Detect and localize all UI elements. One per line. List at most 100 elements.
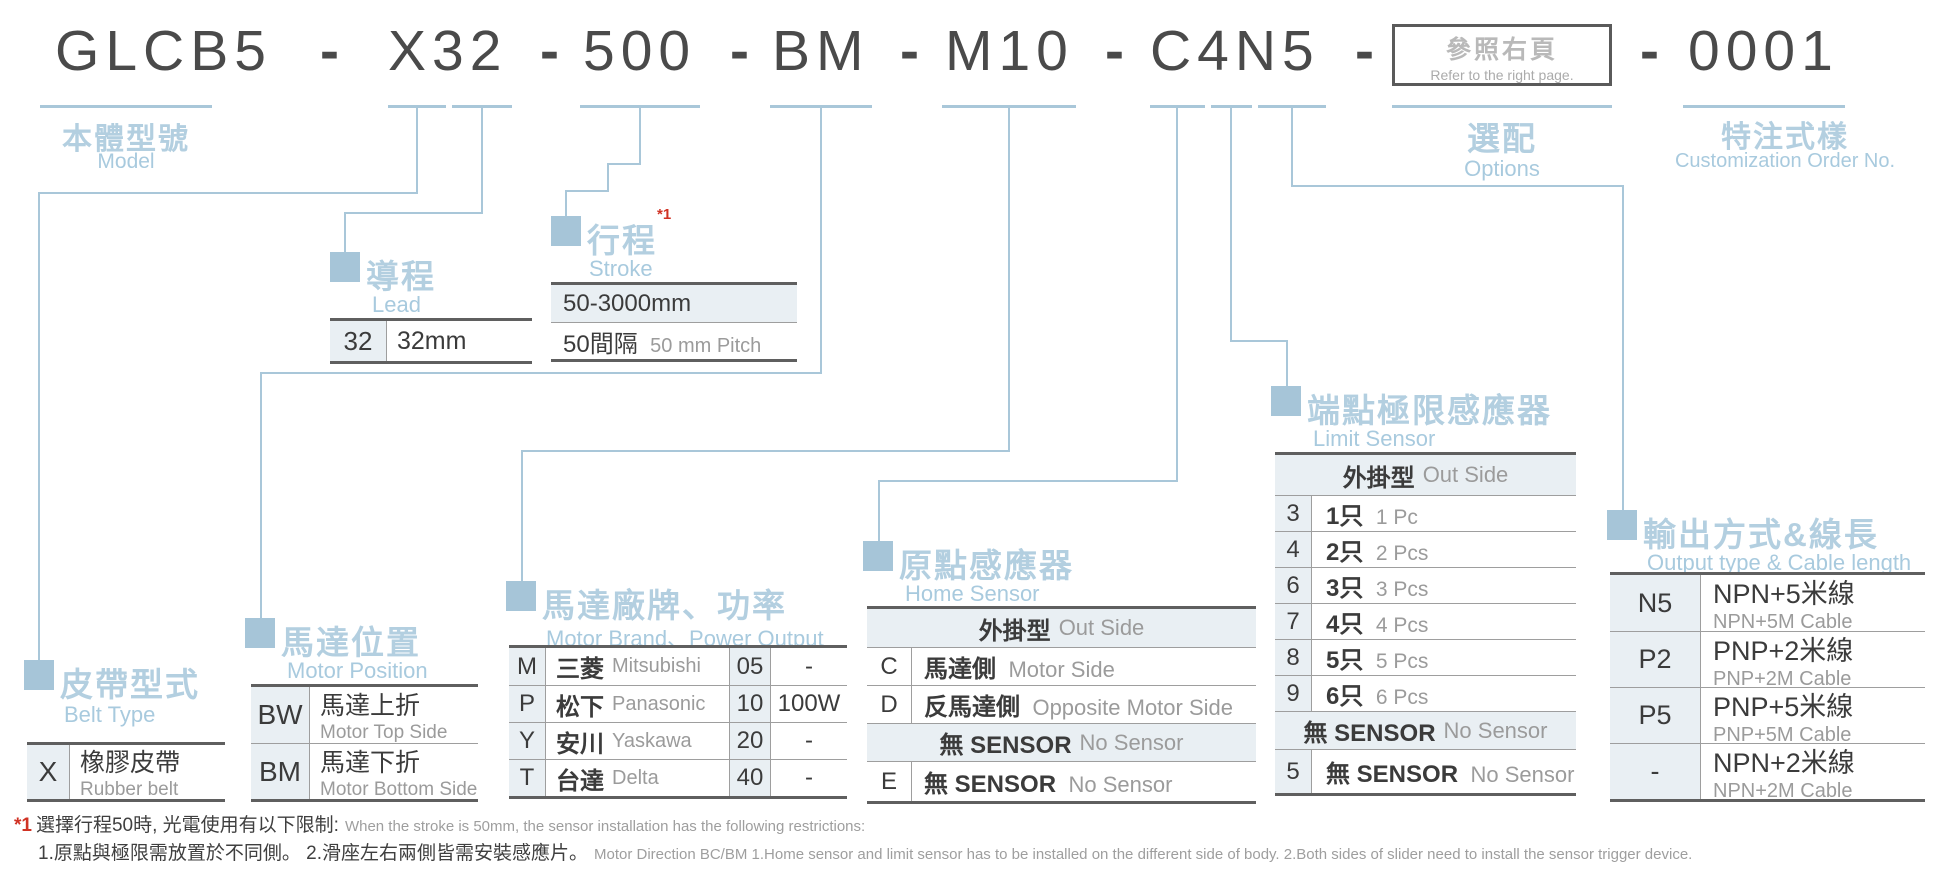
motor-position-code-cell: BM xyxy=(251,744,310,799)
table-row: 4 2只 2 Pcs xyxy=(1275,531,1576,567)
model-segment-sensors: C4N5 xyxy=(1150,19,1320,83)
home-sensor-code-cell: C xyxy=(867,648,912,685)
table-group-header: 無 SENSOR No Sensor xyxy=(867,723,1256,761)
stroke-range-cell: 50-3000mm xyxy=(563,289,692,317)
limit-code-cell: 8 xyxy=(1275,640,1312,675)
brand-zh: 三菱 xyxy=(556,656,604,683)
custom-label-en: Customization Order No. xyxy=(1674,150,1896,172)
connector-line xyxy=(1230,107,1232,342)
lead-section-marker xyxy=(330,252,360,282)
limit-sensor-section-subtitle: Limit Sensor xyxy=(1313,426,1436,451)
limit-code-cell: 9 xyxy=(1275,676,1312,711)
motor-brand-table: M 三菱 Mitsubishi 05 - P 松下 Panasonic 10 1… xyxy=(509,645,847,799)
connector-line xyxy=(521,450,523,581)
footnote-ref: *1 xyxy=(14,815,32,836)
limit-code-cell: 5 xyxy=(1275,750,1312,793)
motor-position-desc-cell: 馬達下折 Motor Bottom Side xyxy=(310,743,477,801)
table-row: P 松下 Panasonic 10 100W xyxy=(509,685,847,722)
table-row: M 三菱 Mitsubishi 05 - xyxy=(509,648,847,685)
connector-line xyxy=(521,450,1010,452)
connector-line xyxy=(38,192,40,660)
desc-en: NPN+2M Cable xyxy=(1713,779,1853,802)
connector-line xyxy=(1230,340,1288,342)
brand-code-cell: M xyxy=(509,648,546,685)
separator: - xyxy=(1640,19,1659,83)
belt-code-cell: X xyxy=(27,745,70,799)
output-desc-cell: PNP+2米線 PNP+2M Cable xyxy=(1701,629,1853,691)
table-row: 50間隔 50 mm Pitch xyxy=(551,322,797,359)
desc-en: PNP+5M Cable xyxy=(1713,723,1852,746)
table-row: T 台達 Delta 40 - xyxy=(509,759,847,796)
connector-line xyxy=(1291,185,1624,187)
table-row: 3 1只 1 Pc xyxy=(1275,495,1576,531)
power-value-cell: - xyxy=(805,652,813,680)
desc-zh: PNP+2米線 xyxy=(1713,635,1854,666)
connector-line xyxy=(1286,340,1288,386)
home-sensor-code-cell: E xyxy=(867,762,912,801)
power-value-cell: 100W xyxy=(777,690,841,717)
underline-motor-code xyxy=(942,105,1076,108)
desc-zh: 無 SENSOR xyxy=(924,771,1057,798)
table-row: - NPN+2米線 NPN+2M Cable xyxy=(1610,743,1925,802)
desc-en: 1 Pc xyxy=(1375,506,1418,529)
table-row: X 橡膠皮帶 Rubber belt xyxy=(27,743,225,801)
separator: - xyxy=(320,19,339,83)
desc-en: 5 Pcs xyxy=(1375,650,1429,673)
group-header-zh: 外掛型 xyxy=(978,617,1051,645)
model-label-zh: 本體型號 xyxy=(62,123,190,156)
lead-code-cell: 32 xyxy=(330,321,387,361)
desc-zh: 3只 xyxy=(1326,575,1364,602)
power-value-cell: - xyxy=(805,764,813,791)
desc-zh: 4只 xyxy=(1326,611,1364,638)
home-sensor-table: 外掛型 Out Side C 馬達側 Motor Side D 反馬達側 Opp… xyxy=(867,606,1256,804)
desc-en: PNP+2M Cable xyxy=(1713,667,1852,690)
lead-table: 32 32mm xyxy=(330,318,532,364)
stroke-section-marker xyxy=(551,216,581,246)
brand-en: Delta xyxy=(612,766,659,789)
desc-zh: PNP+5米線 xyxy=(1713,691,1854,722)
group-header-en: No Sensor xyxy=(1443,717,1548,743)
desc-zh: 馬達下折 xyxy=(320,748,421,777)
desc-zh: 馬達側 xyxy=(924,656,996,683)
belt-desc-cell: 橡膠皮帶 Rubber belt xyxy=(70,743,180,801)
desc-zh: 5只 xyxy=(1326,647,1364,674)
footnote-line1-en: When the stroke is 50mm, the sensor inst… xyxy=(344,818,866,835)
options-box-label-zh: 參照右頁 xyxy=(1445,36,1558,64)
limit-sensor-section-marker xyxy=(1271,386,1301,416)
footnote-line-2: 1.原點與極限需放置於不同側。 2.滑座左右兩側皆需安裝感應片。Motor Di… xyxy=(38,838,1692,865)
model-segment-motor: M10 xyxy=(945,19,1074,83)
stroke-pitch-en: 50 mm Pitch xyxy=(650,334,762,357)
desc-zh: NPN+2米線 xyxy=(1713,747,1855,778)
connector-line xyxy=(878,480,1178,482)
options-label-zh: 選配 xyxy=(1467,120,1537,157)
desc-zh: 2只 xyxy=(1326,539,1364,566)
brand-name-cell: 台達 Delta xyxy=(546,760,730,796)
table-row: 8 5只 5 Pcs xyxy=(1275,639,1576,675)
desc-en: No Sensor xyxy=(1068,772,1173,797)
separator: - xyxy=(1355,19,1374,83)
group-header-en: Out Side xyxy=(1422,462,1509,487)
underline-lead-code xyxy=(452,105,512,108)
brand-code-cell: Y xyxy=(509,723,546,759)
options-reference-box: 參照右頁 Refer to the right page. xyxy=(1392,24,1612,86)
underline-stroke-code xyxy=(580,105,700,108)
stroke-section-subtitle: Stroke xyxy=(589,256,653,281)
connector-line xyxy=(344,212,346,252)
desc-en: 2 Pcs xyxy=(1375,542,1429,565)
footnote-line2-zh: 1.原點與極限需放置於不同側。 2.滑座左右兩側皆需安裝感應片。 xyxy=(38,843,588,864)
stroke-table: 50-3000mm 50間隔 50 mm Pitch xyxy=(551,282,797,362)
connector-line xyxy=(639,107,641,165)
motor-brand-section-marker xyxy=(506,581,536,611)
output-code-cell: N5 xyxy=(1610,575,1701,631)
output-code-cell: P5 xyxy=(1610,688,1701,743)
connector-line xyxy=(1176,107,1178,482)
group-header-zh: 無 SENSOR xyxy=(939,732,1072,759)
desc-en: No Sensor xyxy=(1470,762,1575,787)
power-code-cell: 05 xyxy=(730,648,771,685)
motor-position-table: BW 馬達上折 Motor Top Side BM 馬達下折 Motor Bot… xyxy=(251,684,478,802)
brand-name-cell: 松下 Panasonic xyxy=(546,686,730,722)
brand-zh: 安川 xyxy=(556,730,604,758)
connector-line xyxy=(878,480,880,541)
table-row: 9 6只 6 Pcs xyxy=(1275,675,1576,711)
desc-en: Opposite Motor Side xyxy=(1032,695,1233,720)
